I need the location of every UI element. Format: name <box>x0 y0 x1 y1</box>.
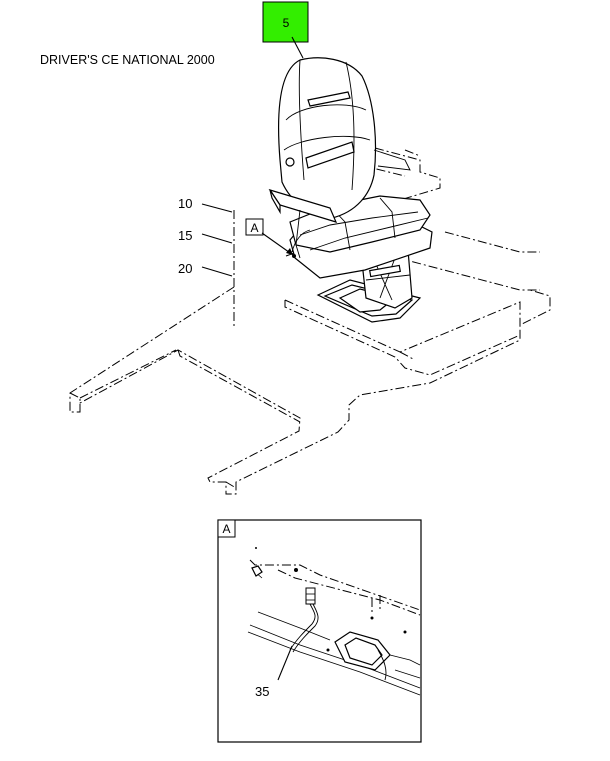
callout-35[interactable]: 35 <box>255 645 293 699</box>
callout-35-label: 35 <box>255 684 269 699</box>
callout-35-leader <box>277 645 293 681</box>
view-a-arrowhead <box>286 248 293 255</box>
detail-a-label-box <box>217 519 236 538</box>
detail-a-frame <box>217 519 422 743</box>
callout-10-label: 10 <box>178 196 192 211</box>
diagram-title: DRIVER'S CE NATIONAL 2000 <box>40 53 215 67</box>
callout-20-leader <box>201 266 233 277</box>
callout-15[interactable]: 15 <box>178 228 233 244</box>
callout-5-label: 5 <box>283 16 290 30</box>
driver-seat <box>268 57 433 279</box>
callout-20[interactable]: 20 <box>178 261 233 277</box>
callout-15-leader <box>201 233 233 244</box>
callout-10[interactable]: 10 <box>178 196 233 213</box>
cab-floor-phantom <box>69 147 551 495</box>
callout-10-leader <box>201 203 233 213</box>
detail-a-label: A <box>222 522 230 536</box>
callout-5-leader <box>291 36 304 59</box>
callout-5[interactable]: 5 <box>262 1 309 59</box>
detail-a-drawing <box>247 547 421 696</box>
view-a-marker-label: A <box>250 221 258 235</box>
callout-15-label: 15 <box>178 228 192 243</box>
callout-20-label: 20 <box>178 261 192 276</box>
view-a-marker-box <box>245 218 264 236</box>
detail-a-view: A <box>217 519 422 743</box>
view-a-marker[interactable]: A <box>245 218 294 256</box>
callout-5-highlight <box>262 1 309 43</box>
